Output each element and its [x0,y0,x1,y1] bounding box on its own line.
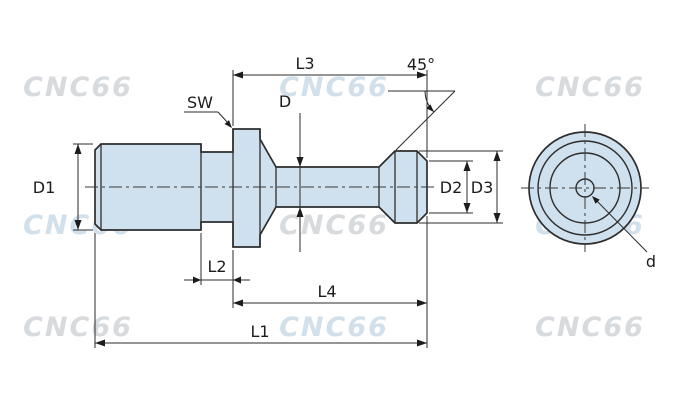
arrowhead [74,144,82,154]
side-view [85,128,437,248]
arrowhead [296,157,304,167]
dim-label-SW: SW [187,93,213,112]
dim-label-D2: D2 [440,178,463,197]
dim-label-D3: D3 [471,178,494,197]
watermark: CNC66 [279,72,389,103]
dimensions: D1 D SW 45° [33,54,656,348]
watermark: CNC66 [279,312,389,343]
arrowhead [296,207,304,217]
watermark: CNC66 [279,210,389,241]
arrowhead [417,71,427,79]
end-view [521,124,649,252]
dim-L4: L4 [233,216,428,348]
dim-L2: L2 [184,233,250,308]
arrowhead [463,203,471,213]
dim-angle-45: 45° [388,55,456,151]
dim-label-L4: L4 [317,282,336,301]
dim-label-D: D [279,92,291,111]
dim-label-L1: L1 [250,322,269,341]
arrowhead [193,276,201,284]
dim-D: D [279,92,304,252]
watermark: CNC66 [23,72,133,103]
arrowhead [493,213,501,223]
watermark: CNC66 [535,72,645,103]
angle-extension-line [395,90,456,151]
arrowhead [463,161,471,171]
arrowhead [233,71,243,79]
dim-L1: L1 [94,233,427,348]
arrowhead [592,196,600,204]
dim-D2: D2 [429,160,473,214]
arrowhead [233,276,241,284]
dim-label-angle: 45° [407,55,435,74]
watermark: CNC66 [23,312,133,343]
leader-line [593,197,648,253]
dim-label-d: d [646,252,656,271]
dim-d: d [592,196,656,271]
dim-label-L2: L2 [207,257,226,276]
leader-line [217,111,229,124]
watermark: CNC66 [535,312,645,343]
arrowhead [417,339,427,347]
dim-D3: D3 [419,150,503,224]
arrowhead [74,220,82,230]
dim-label-L3: L3 [295,54,314,73]
arrowhead [233,299,243,307]
dim-SW: SW [184,93,232,128]
arrowhead [95,339,105,347]
arrowhead [417,299,427,307]
dim-label-D1: D1 [33,178,56,197]
arrowhead [224,120,232,128]
arrowhead [426,104,434,112]
dim-L3: L3 [232,54,428,158]
dim-D1: D1 [33,143,93,231]
arrowhead [493,151,501,161]
